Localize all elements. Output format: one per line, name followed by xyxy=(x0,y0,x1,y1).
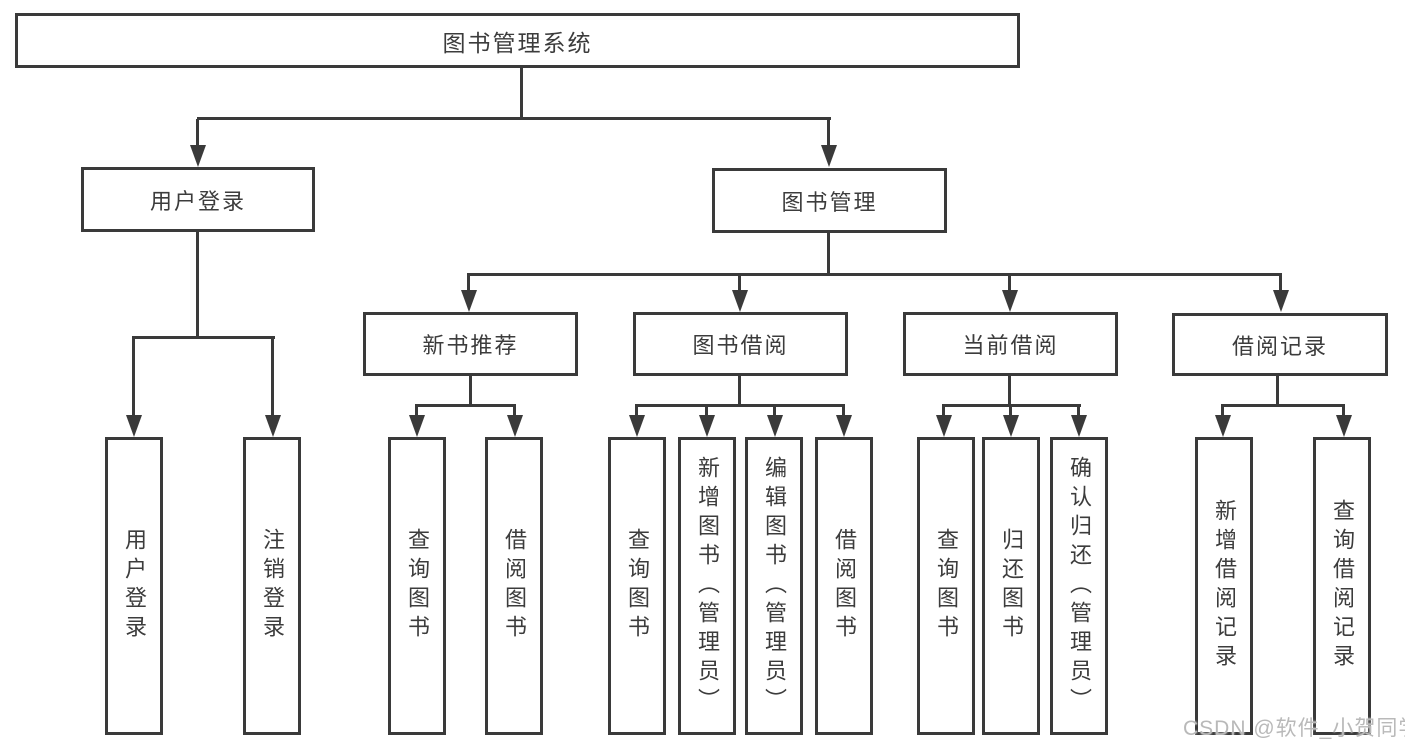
connector xyxy=(271,336,274,417)
node-root-label: 图书管理系统 xyxy=(442,29,593,56)
connector xyxy=(738,376,741,407)
node-current-borrow: 当前借阅 xyxy=(903,312,1118,376)
leaf-confirm-return-admin-label: 确认归还（管理员） xyxy=(1067,455,1092,717)
leaf-query-books-current: 查询图书 xyxy=(917,437,975,735)
connector xyxy=(842,404,845,417)
arrowhead-down-icon xyxy=(126,415,142,437)
leaf-add-books-admin-label: 新增图书（管理员） xyxy=(695,455,720,717)
connector xyxy=(132,336,135,417)
leaf-logout-label: 注销登录 xyxy=(260,528,285,644)
leaf-query-borrow-record: 查询借阅记录 xyxy=(1313,437,1371,735)
connector xyxy=(467,273,470,293)
connector xyxy=(1009,404,1012,417)
leaf-confirm-return-admin: 确认归还（管理员） xyxy=(1050,437,1108,735)
connector xyxy=(196,119,199,149)
arrowhead-down-icon xyxy=(699,415,715,437)
node-borrow-records: 借阅记录 xyxy=(1172,313,1388,376)
leaf-query-books-borrow-label: 查询图书 xyxy=(625,528,650,644)
arrowhead-down-icon xyxy=(507,415,523,437)
node-user-login: 用户登录 xyxy=(81,167,315,232)
leaf-borrow-books-label: 借阅图书 xyxy=(832,528,857,644)
leaf-user-login-label: 用户登录 xyxy=(122,528,147,644)
node-book-management-label: 图书管理 xyxy=(781,189,878,215)
arrowhead-down-icon xyxy=(1071,415,1087,437)
leaf-borrow-books-recommend: 借阅图书 xyxy=(485,437,543,735)
leaf-edit-books-admin-label: 编辑图书（管理员） xyxy=(762,455,787,717)
connector xyxy=(196,232,199,339)
connector xyxy=(1221,404,1224,417)
connector xyxy=(1077,404,1080,417)
leaf-query-books-recommend-label: 查询图书 xyxy=(405,528,430,644)
node-borrow-records-label: 借阅记录 xyxy=(1231,333,1328,359)
arrowhead-down-icon xyxy=(767,415,783,437)
arrowhead-down-icon xyxy=(1002,290,1018,312)
arrowhead-down-icon xyxy=(190,145,206,167)
arrowhead-down-icon xyxy=(836,415,852,437)
node-user-login-label: 用户登录 xyxy=(149,188,246,214)
connector xyxy=(827,119,830,149)
connector xyxy=(1008,376,1011,407)
arrowhead-down-icon xyxy=(1273,290,1289,312)
leaf-return-books: 归还图书 xyxy=(982,437,1040,735)
node-root-system: 图书管理系统 xyxy=(15,13,1020,68)
connector xyxy=(1221,404,1345,407)
arrowhead-down-icon xyxy=(732,290,748,312)
leaf-add-books-admin: 新增图书（管理员） xyxy=(678,437,736,735)
connector xyxy=(415,404,418,417)
connector xyxy=(415,404,516,407)
leaf-return-books-label: 归还图书 xyxy=(999,528,1024,644)
arrowhead-down-icon xyxy=(629,415,645,437)
connector xyxy=(520,66,523,120)
arrowhead-down-icon xyxy=(409,415,425,437)
leaf-query-borrow-record-label: 查询借阅记录 xyxy=(1330,499,1355,673)
connector xyxy=(635,404,638,417)
connector xyxy=(1279,273,1282,293)
arrowhead-down-icon xyxy=(1003,415,1019,437)
leaf-query-books-borrow: 查询图书 xyxy=(608,437,666,735)
arrowhead-down-icon xyxy=(821,145,837,167)
node-book-borrow-label: 图书借阅 xyxy=(692,333,789,358)
connector xyxy=(469,376,472,407)
arrowhead-down-icon xyxy=(265,415,281,437)
connector xyxy=(513,404,516,417)
connector xyxy=(738,273,741,293)
connector xyxy=(942,404,945,417)
connector xyxy=(1342,404,1345,417)
connector xyxy=(132,336,275,339)
node-new-book-recommend: 新书推荐 xyxy=(363,312,578,376)
node-current-borrow-label: 当前借阅 xyxy=(962,333,1059,358)
leaf-borrow-books-recommend-label: 借阅图书 xyxy=(502,528,527,644)
connector xyxy=(635,404,845,407)
leaf-borrow-books: 借阅图书 xyxy=(815,437,873,735)
connector xyxy=(1008,273,1011,293)
connector xyxy=(467,273,1282,276)
leaf-logout: 注销登录 xyxy=(243,437,301,735)
arrowhead-down-icon xyxy=(936,415,952,437)
connector xyxy=(197,117,831,120)
connector xyxy=(705,404,708,417)
connector xyxy=(1276,376,1279,407)
arrowhead-down-icon xyxy=(1336,415,1352,437)
node-book-management: 图书管理 xyxy=(712,168,947,233)
node-book-borrow: 图书借阅 xyxy=(633,312,848,376)
connector xyxy=(827,232,830,276)
connector xyxy=(773,404,776,417)
leaf-query-books-current-label: 查询图书 xyxy=(934,528,959,644)
leaf-add-borrow-record-label: 新增借阅记录 xyxy=(1212,499,1237,673)
arrowhead-down-icon xyxy=(1215,415,1231,437)
watermark: CSDN @软件_小贺同学 xyxy=(1183,717,1405,740)
leaf-query-books-recommend: 查询图书 xyxy=(388,437,446,735)
leaf-add-borrow-record: 新增借阅记录 xyxy=(1195,437,1253,735)
node-new-book-recommend-label: 新书推荐 xyxy=(422,333,519,358)
leaf-edit-books-admin: 编辑图书（管理员） xyxy=(745,437,803,735)
leaf-user-login: 用户登录 xyxy=(105,437,163,735)
arrowhead-down-icon xyxy=(461,290,477,312)
